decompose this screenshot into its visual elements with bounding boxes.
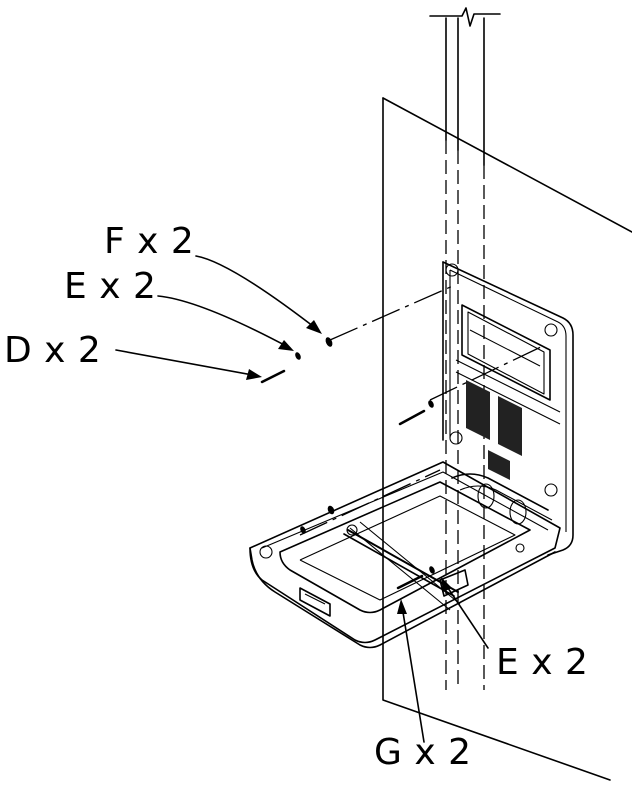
- wall-panel: [382, 97, 632, 781]
- lower-fasteners: [300, 505, 459, 597]
- back-fasteners: [398, 400, 434, 426]
- fastener-centerline-back: [429, 344, 546, 401]
- upper-fasteners: [260, 337, 333, 384]
- callout-e-upper: E x 2: [64, 266, 156, 307]
- leader-lines: [115, 255, 489, 743]
- back-plate: [442, 261, 574, 556]
- fastener-centerline-lower: [299, 469, 441, 536]
- callout-g: G x 2: [374, 732, 472, 773]
- fastener-centerline-upper: [329, 284, 456, 341]
- callout-f: F x 2: [104, 221, 194, 262]
- washer-f: [325, 337, 333, 347]
- washer-e: [295, 352, 301, 360]
- callout-e-lower: E x 2: [496, 642, 588, 683]
- screw-d: [260, 369, 286, 384]
- callout-d: D x 2: [4, 330, 101, 371]
